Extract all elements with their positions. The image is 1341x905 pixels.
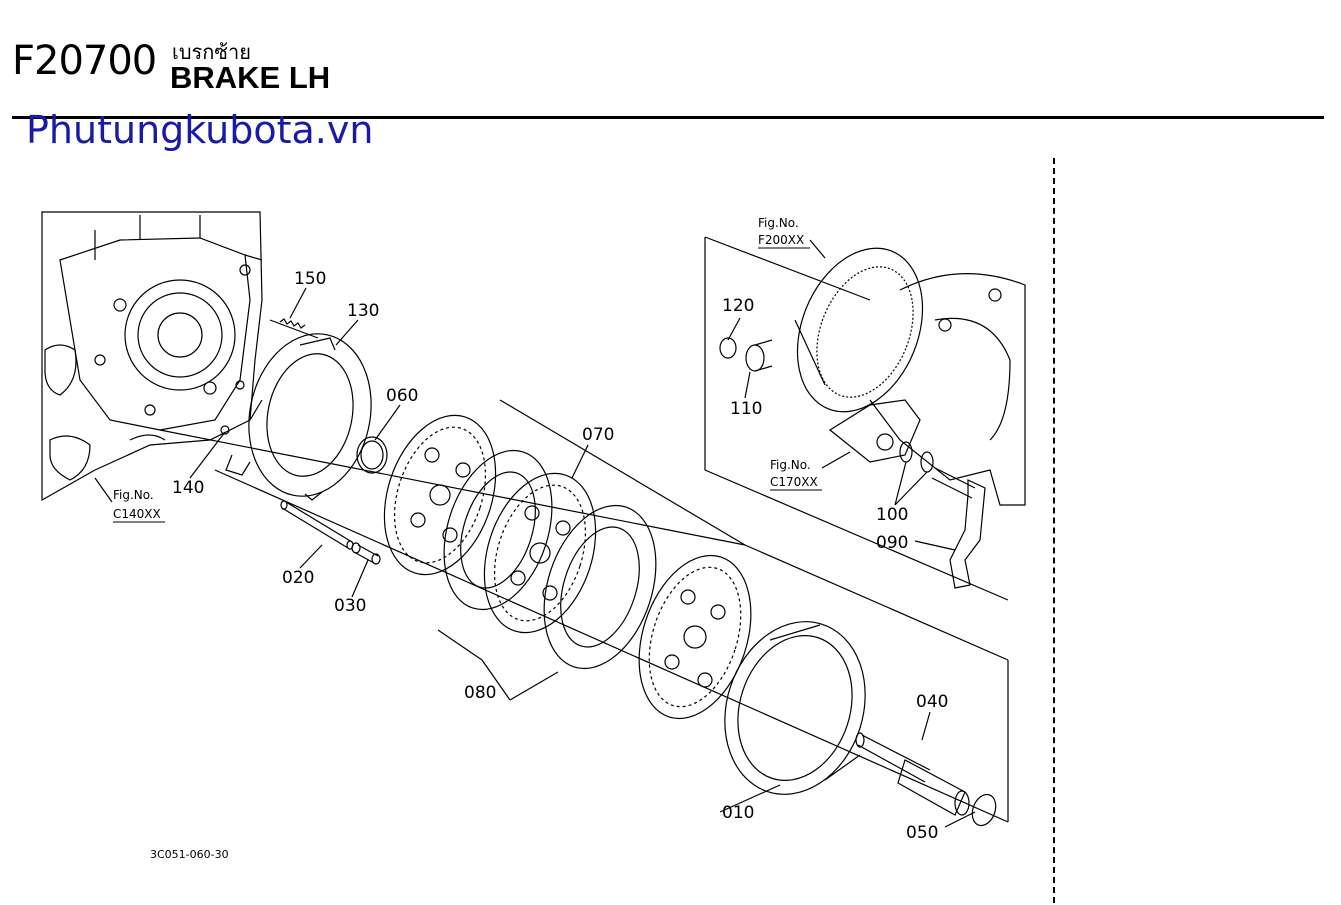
label-090: 090	[876, 533, 908, 553]
label-080: 080	[464, 683, 496, 703]
label-140: 140	[172, 478, 204, 498]
fig-ref-c140-line1: Fig.No.	[113, 488, 154, 502]
page-code: F20700	[12, 38, 157, 84]
header-rule	[12, 116, 1324, 119]
fig-ref-c170-line1: Fig.No.	[770, 458, 811, 472]
part-020-pin	[280, 500, 354, 550]
part-050-oring	[971, 793, 997, 827]
label-010: 010	[722, 803, 754, 823]
friction-disk-1	[383, 414, 497, 576]
friction-disk-2	[483, 472, 597, 634]
page-title: BRAKE LH	[170, 60, 331, 95]
fig-ref-c140-line2: C140XX	[113, 507, 161, 521]
title-thai: เบรกซ้าย	[172, 40, 251, 64]
friction-disk-3	[638, 554, 752, 720]
label-070: 070	[582, 425, 614, 445]
label-020: 020	[282, 568, 314, 588]
dashed-separator	[1053, 158, 1055, 903]
fig-ref-f200-line2: F200XX	[758, 233, 804, 247]
rear-housing	[828, 273, 1026, 506]
part-030-collar	[351, 542, 381, 565]
label-050: 050	[906, 823, 938, 843]
part-040-shaft	[855, 732, 970, 816]
label-150: 150	[294, 269, 326, 289]
transmission-housing	[41, 211, 263, 502]
steel-plate-1	[443, 449, 553, 611]
part-010-piston	[724, 621, 866, 795]
label-030: 030	[334, 596, 366, 616]
label-130: 130	[347, 301, 379, 321]
ring-gear	[794, 247, 924, 413]
part-060-ring	[356, 436, 388, 474]
sub-assembly-box	[704, 236, 1009, 601]
part-140-ball	[220, 425, 230, 435]
drawing-number: 3C051-060-30	[150, 848, 229, 861]
part-130-plate	[225, 333, 372, 501]
part-090-lever	[931, 467, 986, 589]
label-100: 100	[876, 505, 908, 525]
fig-ref-f200-line1: Fig.No.	[758, 216, 799, 230]
part-120-clip	[719, 337, 737, 359]
fig-ref-c170-line2: C170XX	[770, 475, 818, 489]
part-150-spring	[279, 318, 306, 329]
label-060: 060	[386, 386, 418, 406]
watermark: Phutungkubota.vn	[26, 108, 374, 152]
label-120: 120	[722, 296, 754, 316]
steel-plate-2	[543, 504, 657, 670]
label-110: 110	[730, 399, 762, 419]
part-110-bushing	[745, 339, 773, 372]
label-040: 040	[916, 692, 948, 712]
